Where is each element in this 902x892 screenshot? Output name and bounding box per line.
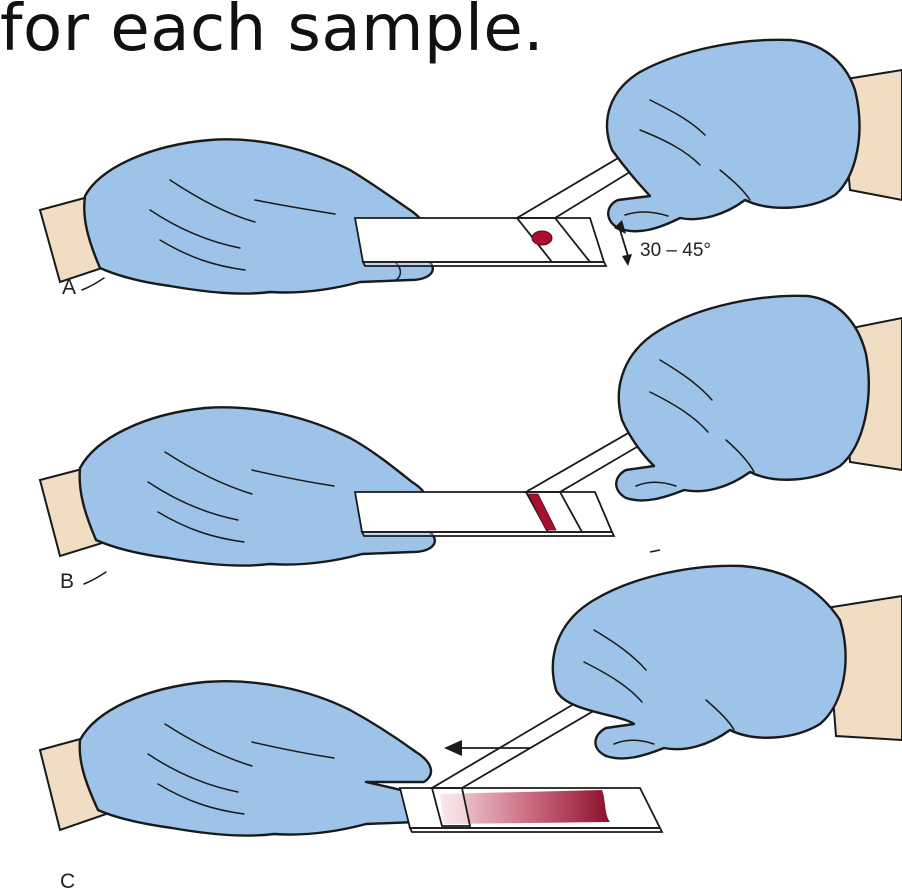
panel-c: C — [40, 566, 902, 892]
right-glove-c — [553, 566, 846, 759]
angle-label: 30 – 45° — [640, 240, 711, 261]
panel-label-c: C — [60, 870, 75, 892]
right-glove-b — [616, 296, 868, 501]
panel-b: B — [40, 296, 902, 593]
panel-label-a: A — [62, 276, 76, 299]
panel-label-b: B — [60, 570, 74, 593]
left-glove-c — [80, 681, 439, 835]
right-glove-a — [607, 40, 859, 231]
left-glove-b — [80, 407, 435, 565]
blood-drop — [532, 231, 552, 245]
panel-a: 30 – 45° A — [40, 40, 902, 299]
left-glove-a — [84, 139, 433, 293]
